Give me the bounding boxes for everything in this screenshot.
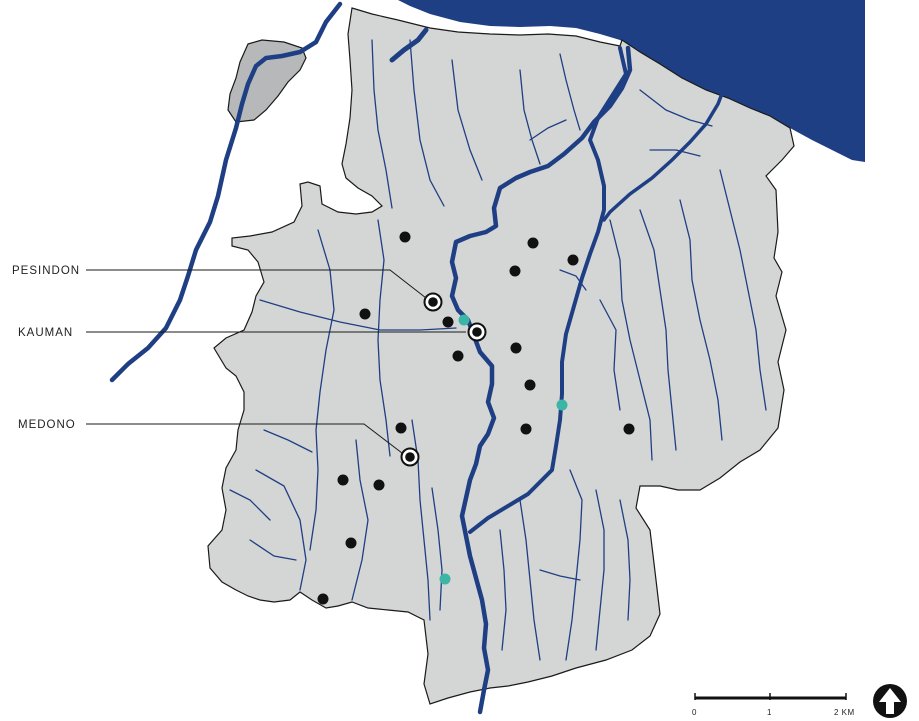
eastern-river [468, 46, 628, 534]
city-land-area [207, 7, 795, 705]
north-arrow-icon [873, 684, 907, 718]
pesindon-leader [86, 269, 427, 299]
canal-network [229, 39, 767, 661]
leader-lines [86, 269, 466, 454]
medono-leader [86, 423, 403, 454]
northeast-river [602, 76, 730, 222]
medono-marker [400, 447, 420, 467]
sea [398, 0, 865, 162]
scale-tick-0: 0 [692, 708, 697, 717]
pesindon-marker [423, 292, 443, 312]
scale-tick-2: 2 KM [834, 708, 855, 717]
highlighted-points [400, 292, 487, 467]
settlement-points [317, 231, 635, 605]
scale-tick-1: 1 [767, 708, 772, 717]
teal-points [439, 314, 568, 585]
western-river [109, 1, 343, 383]
scale-bar: 0 1 2 KM [692, 693, 855, 717]
label-medono: MEDONO [18, 419, 76, 431]
northwest-land-patch [227, 39, 307, 123]
kauman-marker [467, 322, 487, 342]
label-kauman: KAUMAN [18, 327, 73, 339]
label-pesindon: PESINDON [12, 265, 80, 277]
